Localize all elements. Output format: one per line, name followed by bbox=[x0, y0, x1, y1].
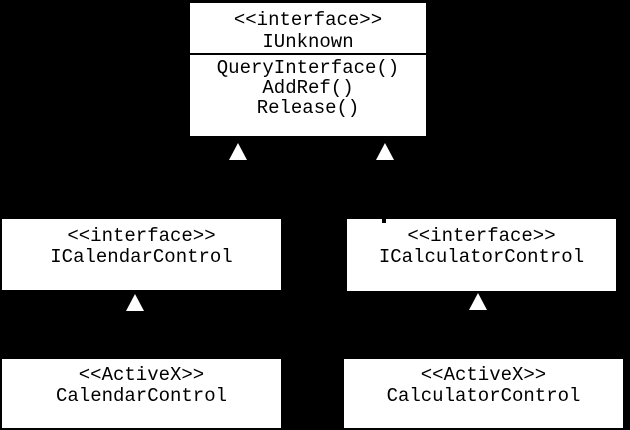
class-name-label: CalculatorControl bbox=[386, 385, 581, 407]
method-label: Release() bbox=[256, 97, 360, 119]
stereotype-label: <<interface>> bbox=[233, 9, 383, 31]
method-label: AddRef() bbox=[262, 77, 354, 99]
stereotype-label: <<interface>> bbox=[407, 225, 556, 247]
hollow-triangle-up-icon bbox=[376, 143, 394, 160]
hollow-triangle-up-icon bbox=[126, 294, 144, 311]
class-header-calendarcontrol: <<ActiveX>> CalendarControl bbox=[2, 359, 281, 407]
class-name-label: CalendarControl bbox=[55, 385, 228, 407]
connector-line-stub bbox=[382, 217, 386, 223]
class-name-label: ICalculatorControl bbox=[378, 246, 585, 268]
method-label: QueryInterface() bbox=[216, 57, 400, 79]
class-box-calendarcontrol: <<ActiveX>> CalendarControl bbox=[0, 357, 283, 430]
class-name-label: IUnknown bbox=[262, 31, 354, 53]
class-box-icalculatorcontrol: <<interface>> ICalculatorControl bbox=[345, 217, 618, 293]
class-name-label: ICalendarControl bbox=[50, 246, 233, 268]
stereotype-label: <<ActiveX>> bbox=[78, 364, 205, 386]
hollow-triangle-up-icon bbox=[229, 143, 247, 160]
class-methods-iunknown: QueryInterface() AddRef() Release() bbox=[190, 53, 426, 118]
class-box-iunknown: <<interface>> IUnknown QueryInterface() … bbox=[188, 1, 428, 138]
class-header-icalendarcontrol: <<interface>> ICalendarControl bbox=[2, 219, 281, 268]
class-header-icalculatorcontrol: <<interface>> ICalculatorControl bbox=[347, 219, 616, 268]
stereotype-label: <<interface>> bbox=[67, 225, 216, 247]
hollow-triangle-up-icon bbox=[469, 293, 487, 310]
class-box-icalendarcontrol: <<interface>> ICalendarControl bbox=[0, 217, 283, 292]
class-header-iunknown: <<interface>> IUnknown bbox=[190, 3, 426, 53]
class-box-calculatorcontrol: <<ActiveX>> CalculatorControl bbox=[342, 357, 625, 430]
stereotype-label: <<ActiveX>> bbox=[420, 364, 547, 386]
class-header-calculatorcontrol: <<ActiveX>> CalculatorControl bbox=[344, 359, 623, 407]
